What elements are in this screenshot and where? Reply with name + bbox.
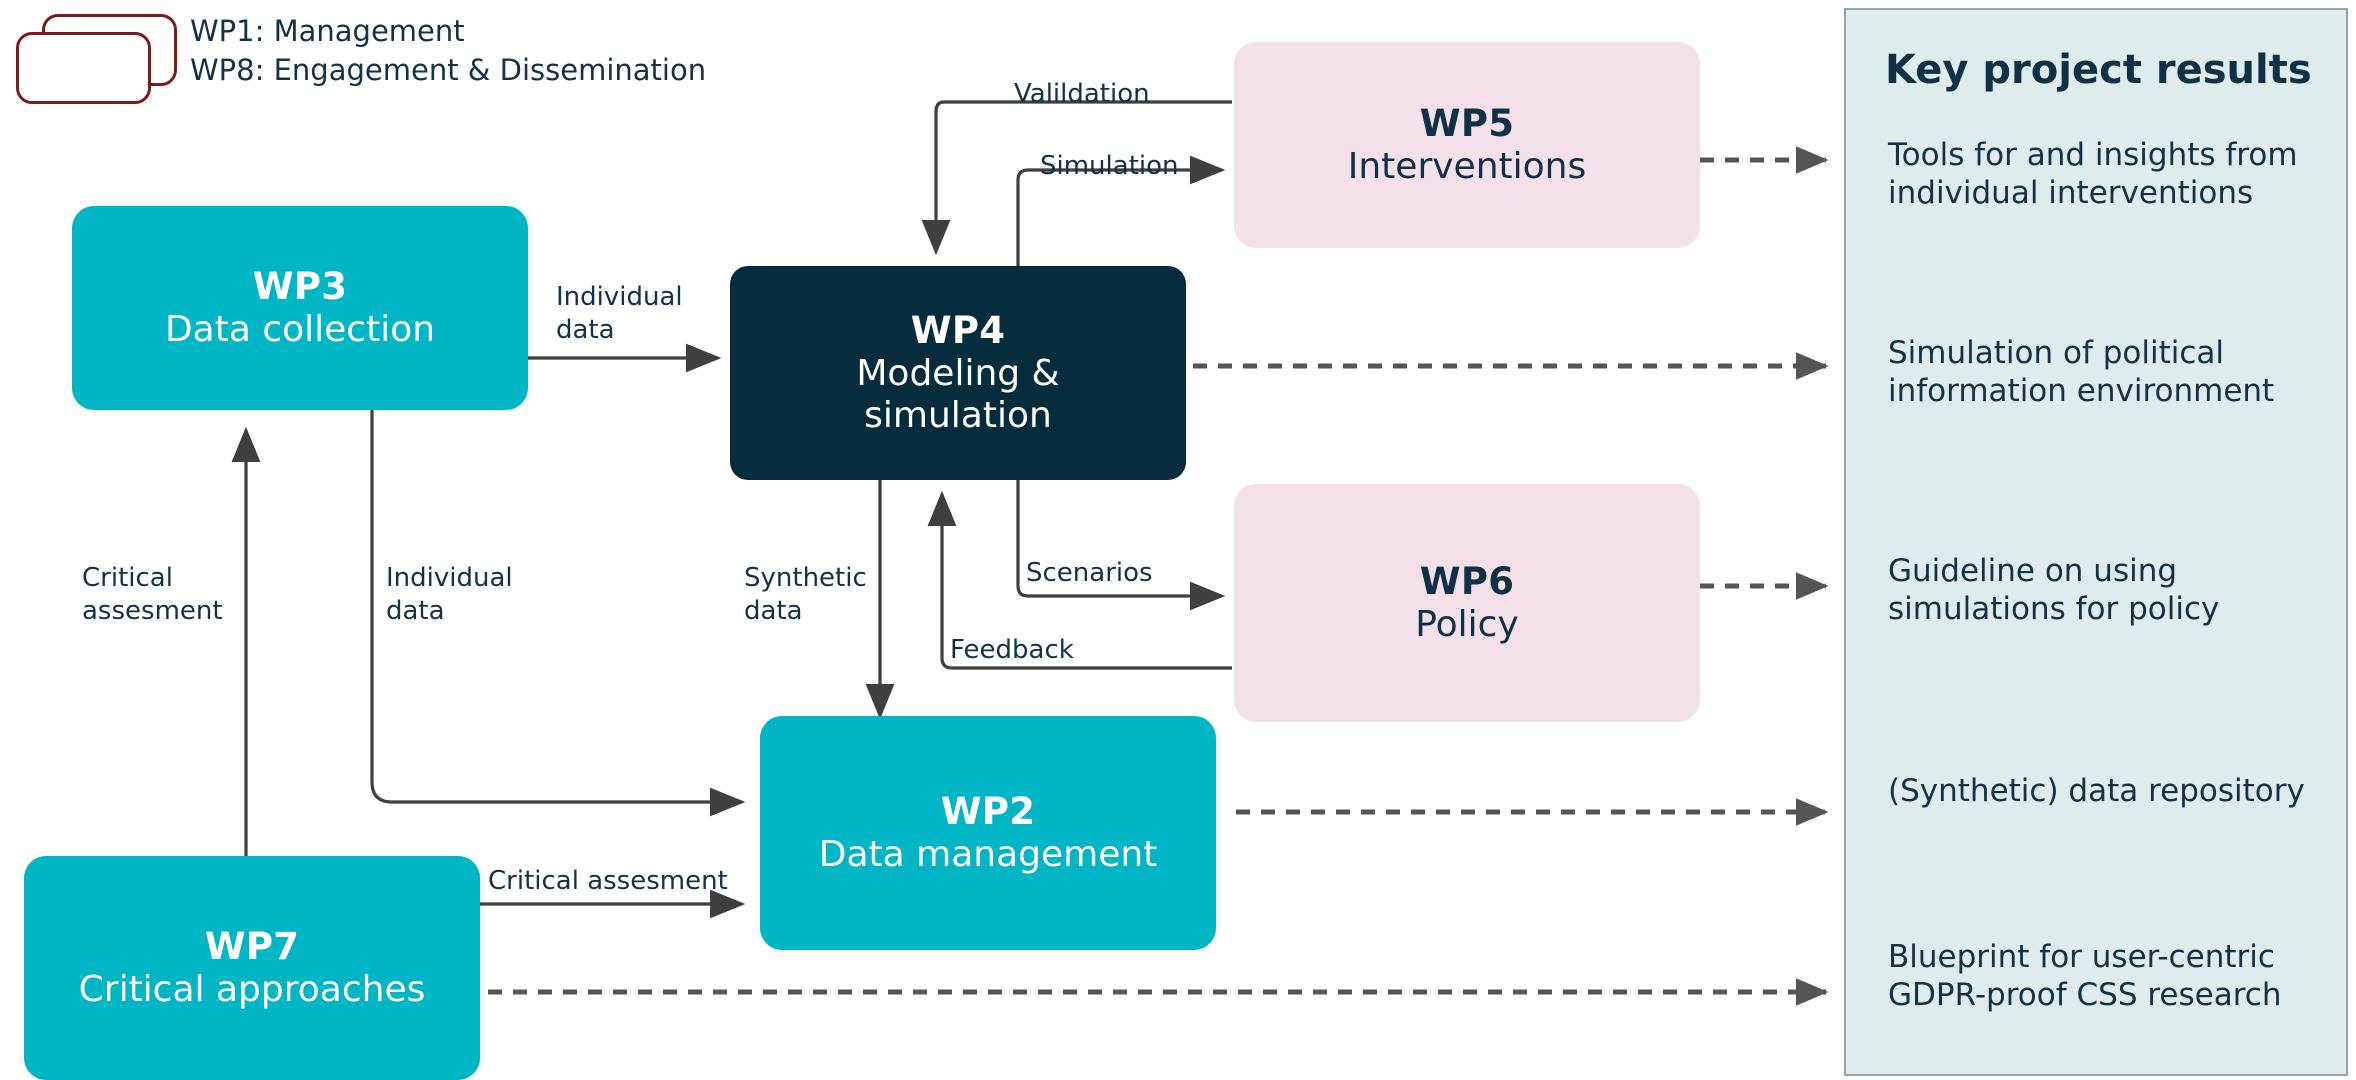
edge-label-individual-data-wp4: Individual data: [556, 282, 683, 346]
wp7-box[interactable]: WP7 Critical approaches: [24, 856, 480, 1080]
result-item-data-repository: (Synthetic) data repository: [1888, 773, 2305, 809]
result-item-simulation-environment: Simulation of political information envi…: [1888, 335, 2275, 410]
key-project-results-title: Key project results: [1885, 47, 2312, 93]
edge-label-critical-assesment-wp3: Critical assesment: [82, 563, 223, 627]
wp5-code: WP5: [1419, 102, 1515, 146]
wp4-name-line2: simulation: [864, 394, 1052, 436]
wp2-code: WP2: [940, 790, 1036, 834]
result-item-blueprint: Blueprint for user-centric GDPR-proof CS…: [1888, 939, 2282, 1014]
wp4-box[interactable]: WP4 Modeling & simulation: [730, 266, 1186, 480]
edge-label-feedback: Feedback: [950, 635, 1074, 665]
wp2-name: Data management: [818, 833, 1158, 875]
edge-label-validation: Valildation: [1014, 79, 1150, 109]
wp7-name: Critical approaches: [78, 968, 426, 1010]
legend-stacked-cards-icon: [14, 10, 189, 104]
wp6-name: Policy: [1415, 603, 1519, 645]
wp3-code: WP3: [252, 265, 348, 309]
legend-card-front-icon: [16, 32, 151, 104]
wp5-box[interactable]: WP5 Interventions: [1234, 42, 1700, 248]
edge-label-critical-assesment-wp2: Critical assesment: [488, 866, 728, 896]
wp2-box[interactable]: WP2 Data management: [760, 716, 1216, 950]
wp4-code: WP4: [910, 309, 1006, 353]
edge-wp4-wp5-simulation: [1016, 155, 1226, 266]
wp4-name-line1: Modeling &: [856, 353, 1060, 395]
legend-line-wp8: WP8: Engagement & Dissemination: [190, 53, 707, 88]
wp5-name: Interventions: [1347, 145, 1587, 187]
wp3-name: Data collection: [164, 308, 436, 350]
wp7-code: WP7: [204, 925, 300, 969]
wp6-code: WP6: [1419, 560, 1515, 604]
edge-label-simulation: Simulation: [1040, 151, 1179, 181]
key-project-results-panel: [1844, 8, 2348, 1076]
edge-label-synthetic-data: Synthetic data: [744, 563, 867, 627]
edge-label-scenarios: Scenarios: [1026, 558, 1153, 588]
legend-line-wp1: WP1: Management: [190, 14, 465, 48]
result-item-interventions: Tools for and insights from individual i…: [1888, 137, 2298, 212]
wp3-box[interactable]: WP3 Data collection: [72, 206, 528, 410]
legend-text: WP1: Management WP8: Engagement & Dissem…: [190, 12, 706, 91]
wp6-box[interactable]: WP6 Policy: [1234, 484, 1700, 722]
edge-label-individual-data-wp2: Individual data: [386, 563, 513, 627]
result-item-guideline: Guideline on using simulations for polic…: [1888, 553, 2220, 628]
